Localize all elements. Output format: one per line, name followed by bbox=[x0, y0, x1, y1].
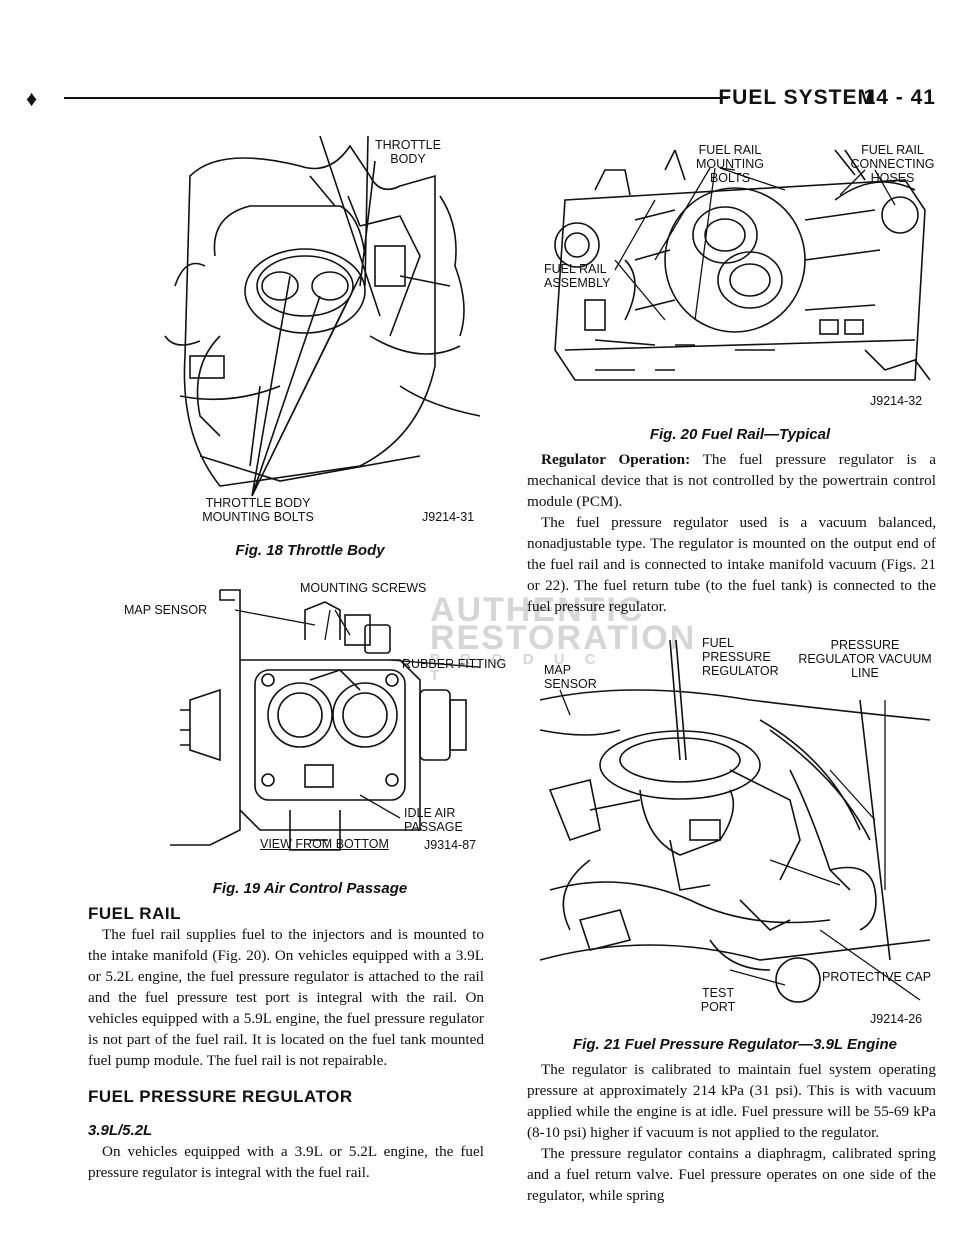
fig21-label-fuel-pressure-regulator: FUEL PRESSURE REGULATOR bbox=[702, 636, 779, 678]
section-title: FUEL SYSTEM bbox=[718, 86, 876, 109]
fig20-label-fuel-rail-assembly: FUEL RAIL ASSEMBLY bbox=[544, 262, 611, 290]
fig19-caption: Fig. 19 Air Control Passage bbox=[212, 880, 408, 897]
paragraph-diaphragm: The pressure regulator contains a diaphr… bbox=[527, 1145, 936, 1204]
fig21-caption: Fig. 21 Fuel Pressure Regulator—3.9L Eng… bbox=[573, 1036, 897, 1053]
fig20-figure-code: J9214-32 bbox=[870, 394, 923, 408]
left-column-text: FUEL RAIL The fuel rail supplies fuel to… bbox=[88, 904, 484, 1183]
fig18-label-mounting-bolts: THROTTLE BODY MOUNTING BOLTS bbox=[202, 496, 314, 524]
fig19-label-rubber-fitting: RUBBER FITTING bbox=[402, 657, 507, 671]
fig19-label-idle-air-passage: IDLE AIR PASSAGE bbox=[404, 806, 463, 834]
runin-regulator-operation: Regulator Operation: bbox=[541, 451, 691, 468]
fig20-caption: Fig. 20 Fuel Rail—Typical bbox=[649, 426, 831, 443]
diamond-bullet-icon: ♦ bbox=[26, 86, 38, 111]
heading-fuel-rail: FUEL RAIL bbox=[88, 904, 181, 923]
fig20-label-connecting-hoses: FUEL RAIL CONNECTING HOSES bbox=[850, 143, 935, 185]
heading-fuel-pressure-regulator: FUEL PRESSURE REGULATOR bbox=[88, 1087, 353, 1106]
right-column-text-upper: Regulator Operation: The fuel pressure r… bbox=[527, 449, 936, 617]
fig21-figure-code: J9214-26 bbox=[870, 1012, 923, 1026]
fig19-label-map-sensor: MAP SENSOR bbox=[124, 603, 208, 617]
fig20-fuel-rail-illustration bbox=[535, 140, 945, 400]
paragraph-vacuum-balanced: The fuel pressure regulator used is a va… bbox=[527, 514, 936, 615]
fig21-label-test-port: TEST PORT bbox=[700, 986, 736, 1014]
fig19-figure-code: J9314-87 bbox=[424, 838, 477, 852]
fig21-pressure-regulator-illustration bbox=[530, 640, 940, 1020]
fig18-label-throttle-body: THROTTLE BODY bbox=[375, 138, 441, 166]
fig19-label-view-from-bottom: VIEW FROM BOTTOM bbox=[260, 837, 389, 851]
paragraph-regulator-operation: Regulator Operation: The fuel pressure r… bbox=[527, 449, 936, 512]
subheading-39l-52l: 3.9L/5.2L bbox=[88, 1122, 153, 1139]
fig20-label-mounting-bolts: FUEL RAIL MOUNTING BOLTS bbox=[695, 143, 765, 185]
page-number: 14 - 41 bbox=[863, 86, 936, 109]
fig18-throttle-body-illustration bbox=[160, 136, 490, 516]
paragraph-regulator-operation-text: The fuel pressure regulator is a mechani… bbox=[527, 451, 936, 510]
fig18-figure-code: J9214-31 bbox=[422, 510, 475, 524]
fig21-label-map-sensor: MAP SENSOR bbox=[544, 663, 597, 691]
header-rule bbox=[64, 97, 728, 99]
paragraph-39l-52l: On vehicles equipped with a 3.9L or 5.2L… bbox=[88, 1143, 484, 1181]
watermark: AUTHENTIC RESTORATION P R O D U C T bbox=[430, 591, 694, 684]
page-header: ♦ FUEL SYSTEM 14 - 41 bbox=[24, 84, 936, 114]
fig21-label-vacuum-line: PRESSURE REGULATOR VACUUM LINE bbox=[798, 638, 932, 680]
watermark-line1: AUTHENTIC bbox=[430, 591, 645, 629]
watermark-line3: P R O D U C T bbox=[430, 651, 604, 684]
right-column-text-lower: The regulator is calibrated to maintain … bbox=[527, 1059, 936, 1206]
fig18-caption: Fig. 18 Throttle Body bbox=[235, 542, 385, 559]
paragraph-fuel-rail: The fuel rail supplies fuel to the injec… bbox=[88, 926, 484, 1069]
fig19-air-control-illustration bbox=[160, 580, 480, 860]
paragraph-calibrated: The regulator is calibrated to maintain … bbox=[527, 1061, 936, 1141]
fig19-label-mounting-screws: MOUNTING SCREWS bbox=[300, 581, 427, 595]
fig21-label-protective-cap: PROTECTIVE CAP bbox=[822, 970, 932, 984]
